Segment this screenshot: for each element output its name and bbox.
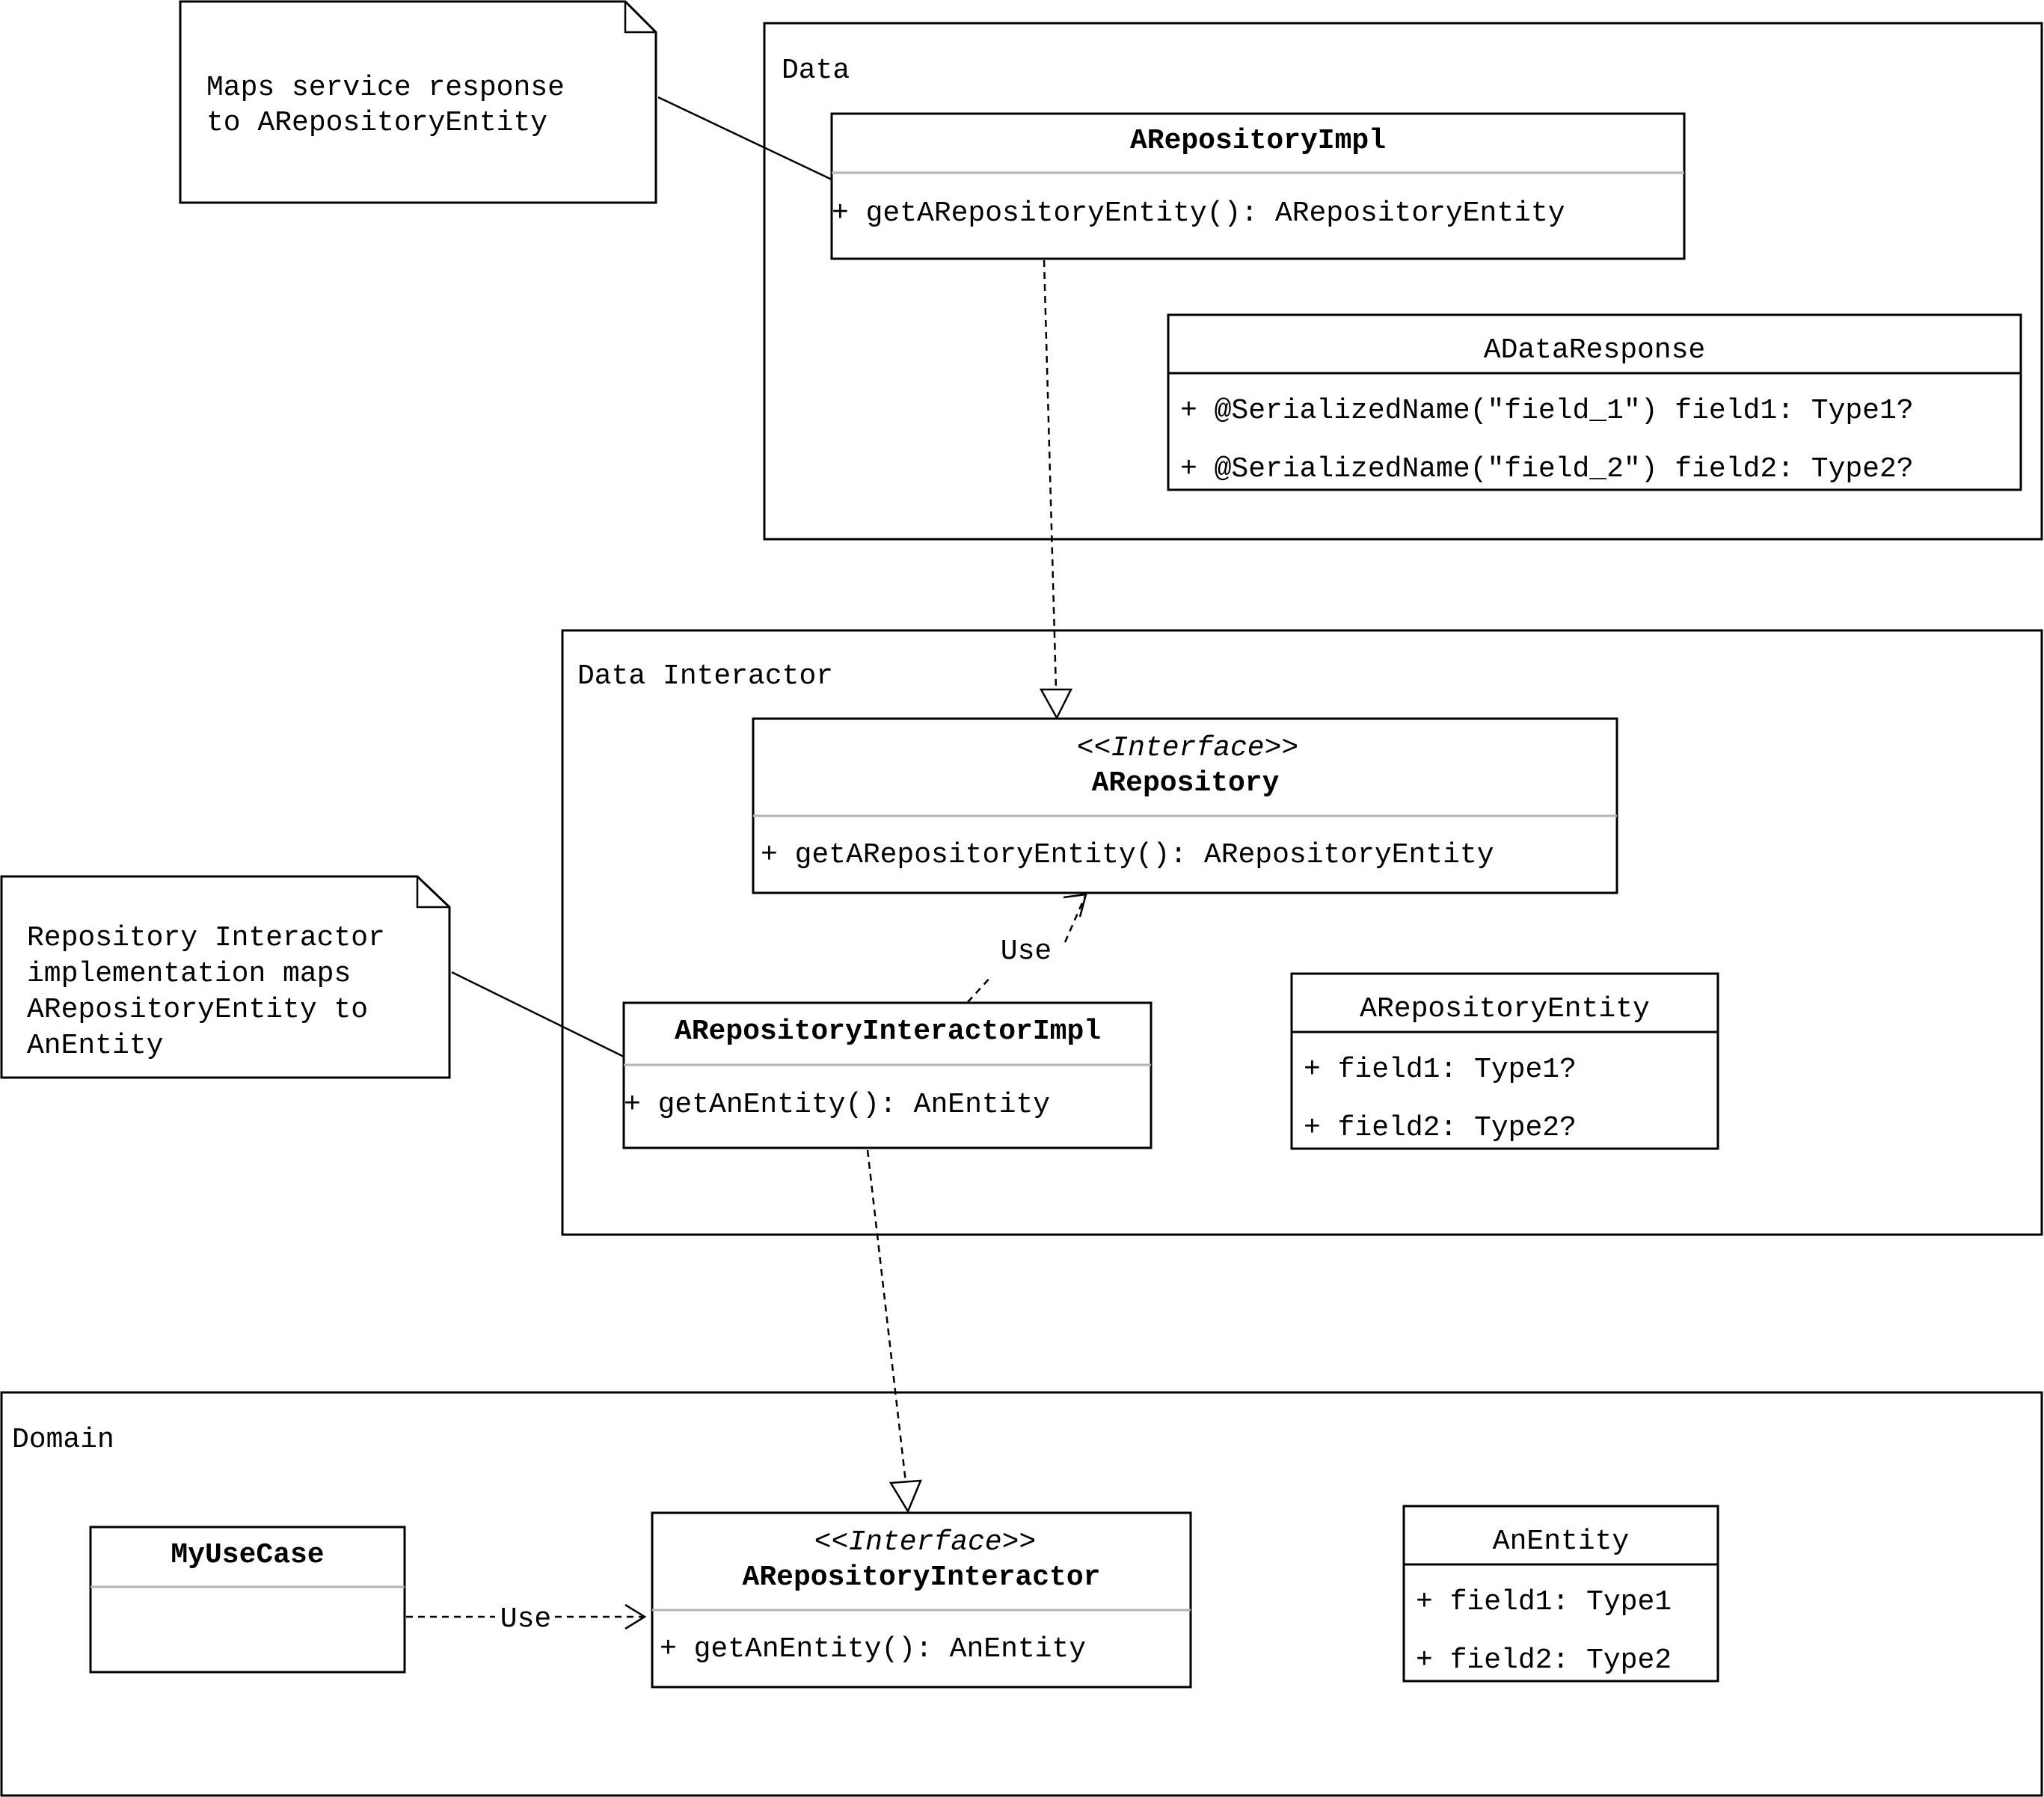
class-a-repository: <<Interface>> ARepository + getAReposito… [752, 717, 1618, 894]
dependency-my-use-case-uses-interactor: Use [406, 1603, 647, 1635]
class-a-repository-impl-name: ARepositoryImpl [1130, 125, 1386, 157]
class-an-entity-member-2: + field2: Type2 [1416, 1644, 1672, 1677]
dependency-interactor-impl-uses-a-repository: Use [967, 893, 1087, 1003]
note-repository-interactor-line-3: ARepositoryEntity to [27, 994, 368, 1026]
realization-impl-to-a-repository [1039, 259, 1073, 720]
package-data-interactor-label: Data Interactor [577, 660, 833, 692]
class-an-entity: AnEntity + field1: Type1 + field2: Type2 [1402, 1505, 1719, 1683]
class-my-use-case: MyUseCase [89, 1526, 406, 1674]
class-a-repository-interactor-impl-member-1: + getAnEntity(): AnEntity [624, 1089, 1050, 1121]
note-repository-interactor-line-2: implementation maps [27, 958, 351, 990]
class-a-repository-stereotype: <<Interface>> [1077, 732, 1298, 764]
realization-interactor-impl-to-interactor [866, 1149, 922, 1514]
class-my-use-case-name: MyUseCase [171, 1539, 324, 1571]
class-a-repository-impl-member-1: + getARepositoryEntity(): ARepositoryEnt… [832, 197, 1565, 230]
class-a-repository-name: ARepository [1092, 767, 1280, 799]
class-a-repository-interactor-member-1: + getAnEntity(): AnEntity [660, 1633, 1086, 1665]
class-a-data-response-member-2: + @SerializedName("field_2") field2: Typ… [1180, 453, 1914, 485]
class-a-repository-entity: ARepositoryEntity + field1: Type1? + fie… [1290, 972, 1719, 1150]
package-data-label: Data [782, 55, 850, 87]
class-a-repository-member-1: + getARepositoryEntity(): ARepositoryEnt… [761, 839, 1494, 871]
note-anchor-maps-service [657, 96, 832, 181]
class-an-entity-member-1: + field1: Type1 [1416, 1586, 1672, 1618]
dependency-use-label-upper: Use [1001, 936, 1052, 968]
class-a-repository-interactor: <<Interface>> ARepositoryInteractor + ge… [651, 1511, 1192, 1689]
class-a-data-response: ADataResponse + @SerializedName("field_1… [1167, 313, 2022, 491]
class-a-repository-interactor-impl-name: ARepositoryInteractorImpl [675, 1016, 1101, 1048]
note-maps-service-line-2: to ARepositoryEntity [206, 107, 547, 139]
dependency-use-label-lower: Use [500, 1603, 551, 1635]
note-maps-service: Maps service response to ARepositoryEnti… [179, 0, 657, 204]
class-a-repository-interactor-name: ARepositoryInteractor [743, 1561, 1101, 1594]
note-repository-interactor-line-1: Repository Interactor [27, 922, 385, 954]
note-repository-interactor: Repository Interactor implementation map… [0, 875, 451, 1079]
note-anchor-repository-interactor [451, 971, 624, 1058]
class-a-repository-impl: ARepositoryImpl + getARepositoryEntity()… [830, 112, 1686, 260]
note-repository-interactor-line-4: AnEntity [27, 1030, 163, 1062]
class-a-data-response-member-1: + @SerializedName("field_1") field1: Typ… [1180, 395, 1914, 427]
package-domain-label: Domain [12, 1424, 114, 1456]
note-maps-service-line-1: Maps service response [206, 72, 565, 104]
class-a-repository-interactor-stereotype: <<Interface>> [814, 1526, 1036, 1558]
class-a-repository-entity-member-2: + field2: Type2? [1304, 1112, 1577, 1144]
class-a-repository-interactor-impl: ARepositoryInteractorImpl + getAnEntity(… [622, 1001, 1153, 1149]
class-a-data-response-name: ADataResponse [1484, 334, 1705, 366]
class-an-entity-name: AnEntity [1493, 1526, 1629, 1558]
class-a-repository-entity-name: ARepositoryEntity [1360, 993, 1650, 1025]
class-a-repository-entity-member-1: + field1: Type1? [1304, 1054, 1577, 1086]
